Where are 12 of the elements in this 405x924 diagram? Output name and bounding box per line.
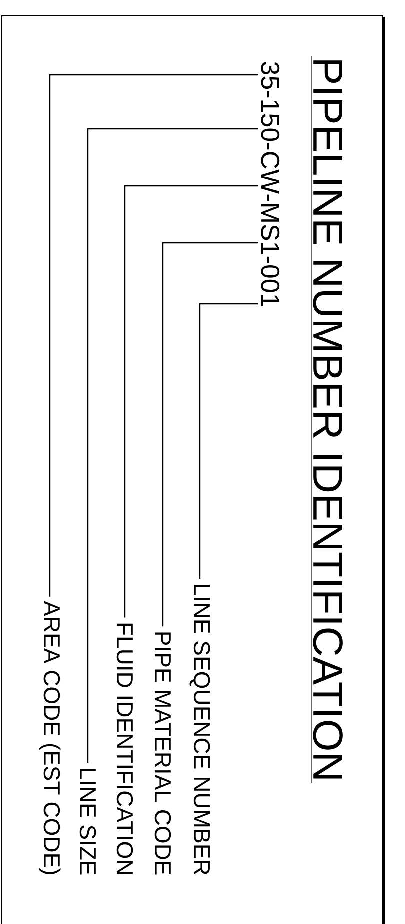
description-label: LINE SEQUENCE NUMBER <box>190 585 210 875</box>
leader-line <box>87 128 258 763</box>
title: PIPELINE NUMBER IDENTIFICATION <box>312 56 343 784</box>
description-label: AREA CODE (EST CODE) <box>39 601 61 874</box>
description-label: FLUID IDENTIFICATION <box>116 624 134 874</box>
leader-line <box>49 74 258 597</box>
description-label: PIPE MATERIAL CODE <box>154 632 172 875</box>
leader-line <box>199 303 258 579</box>
leader-line <box>124 185 258 618</box>
leader-line <box>162 242 258 627</box>
description-label: LINE SIZE <box>80 769 96 875</box>
line-number: 35-150-CW-MS1-001 <box>261 62 280 307</box>
